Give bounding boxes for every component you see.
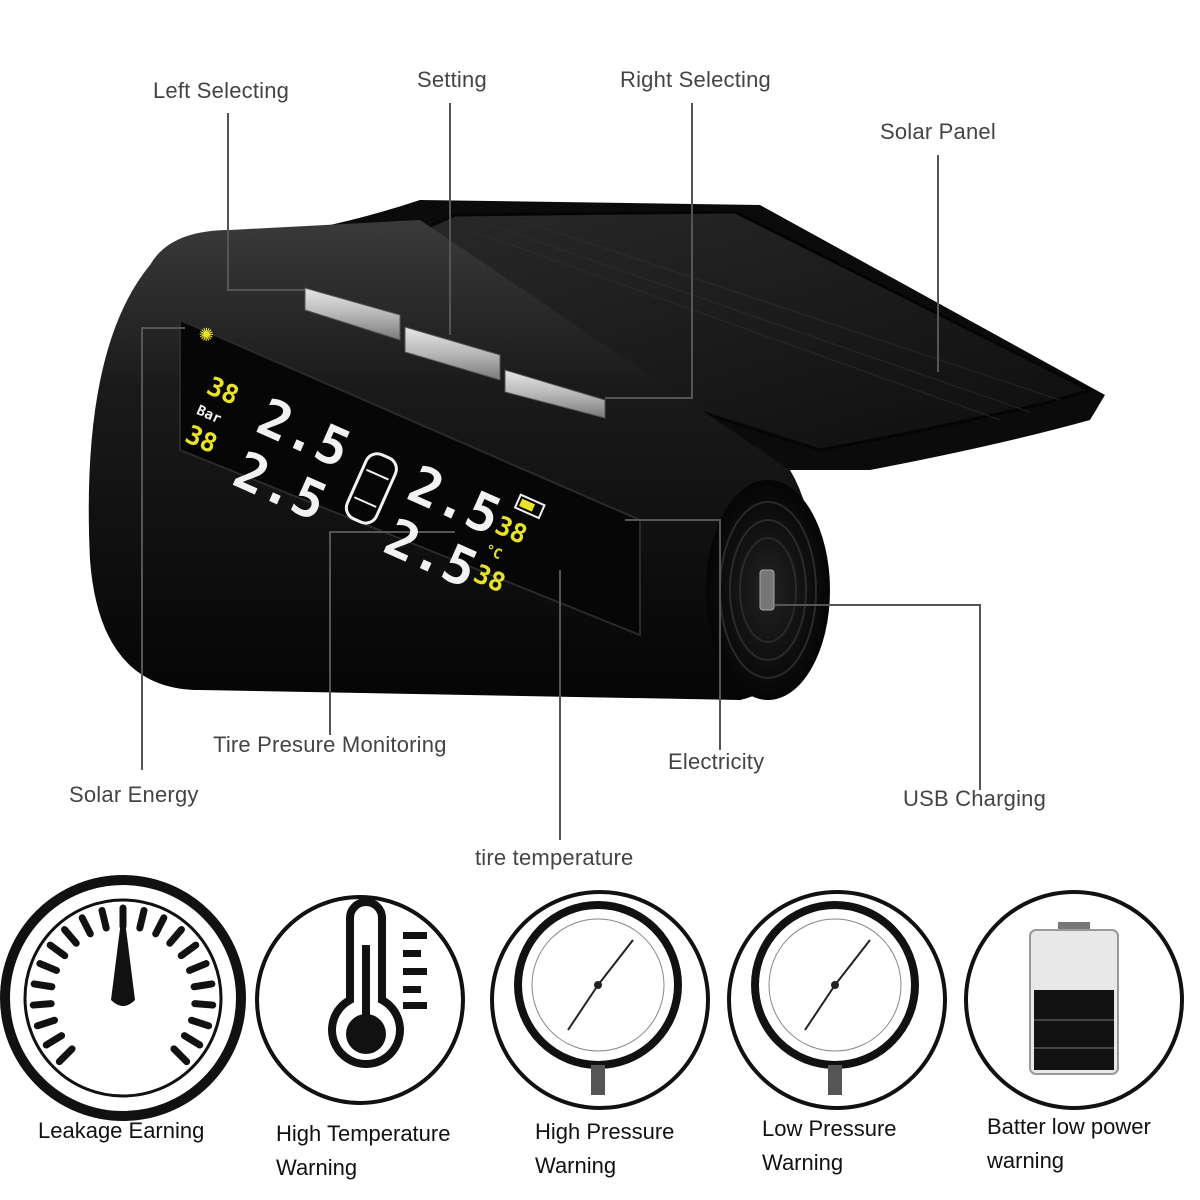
feature-label-line2: Warning <box>535 1153 617 1178</box>
feature-label-line1: High Pressure <box>535 1119 675 1144</box>
usb-charging-label: USB Charging <box>903 786 1047 811</box>
gauge-tick <box>55 1045 76 1066</box>
solar-panel-label: Solar Panel <box>880 119 996 144</box>
tire-temperature-label: tire temperature <box>475 845 634 870</box>
usb-end-cap <box>706 480 830 700</box>
leakage-gauge-icon <box>0 875 246 1121</box>
gauge-tick <box>78 914 94 938</box>
gauge-tick <box>166 926 185 947</box>
button-group <box>304 287 606 419</box>
temp-unit: °C <box>482 542 504 563</box>
battery-icon <box>964 890 1184 1110</box>
feature-label-line1: Batter low power <box>987 1114 1151 1139</box>
feature-label-line1: Leakage Earning <box>38 1118 205 1143</box>
lcd-content: ✺ 38 Bar 38 2.5 2.5 2.5 2.5 38 °C 38 <box>181 323 546 601</box>
car-icon <box>344 452 398 525</box>
tire-pressure-monitoring-label: Tire Presure Monitoring <box>213 732 447 757</box>
gauge-tick <box>152 914 168 938</box>
gauge-tick <box>190 980 216 991</box>
gauge-tick <box>180 1032 204 1049</box>
usb-port[interactable] <box>759 569 775 611</box>
left-selecting-label: Left Selecting <box>153 78 290 103</box>
feature-label-line1: Low Pressure <box>762 1116 897 1141</box>
feature-label-leakage: Leakage Earning <box>38 1114 204 1148</box>
battery-indicator-icon <box>513 493 546 520</box>
gauge-tick <box>42 1032 66 1049</box>
low-pressure-gauge-icon <box>727 890 947 1110</box>
feature-label-low-pressure: Low Pressure Warning <box>762 1112 897 1180</box>
setting-label: Setting <box>417 67 487 92</box>
gauge-tick <box>36 960 60 974</box>
gauge-tick <box>187 1016 213 1030</box>
gauge-tick <box>170 1045 191 1066</box>
electricity-label: Electricity <box>668 749 765 774</box>
leader-lines <box>141 103 981 840</box>
right-selecting-button[interactable] <box>504 369 606 419</box>
right-selecting-label: Right Selecting <box>620 67 771 92</box>
gauge-tick <box>191 1000 217 1009</box>
setting-button[interactable] <box>404 326 501 381</box>
gauge-tick <box>33 1016 59 1030</box>
gauge-tick <box>29 1000 55 1009</box>
feature-label-line2: Warning <box>276 1155 358 1180</box>
gauge-tick <box>136 906 148 932</box>
feature-label-high-pressure: High Pressure Warning <box>535 1115 674 1183</box>
feature-label-battery-low: Batter low power warning <box>987 1110 1151 1178</box>
high-pressure-gauge-icon <box>490 890 710 1110</box>
left-selecting-button[interactable] <box>304 287 401 341</box>
feature-label-high-temperature: High Temperature Warning <box>276 1117 450 1185</box>
gauge-tick <box>46 941 69 960</box>
solar-indicator-icon: ✺ <box>195 323 217 347</box>
gauge-tick <box>177 941 200 960</box>
gauge-tick <box>186 960 210 974</box>
feature-label-line1: High Temperature <box>276 1121 451 1146</box>
gauge-tick <box>61 926 80 947</box>
feature-label-line2: Warning <box>762 1150 844 1175</box>
device-illustration <box>88 103 1105 840</box>
lcd-screen <box>179 318 641 637</box>
solar-energy-label: Solar Energy <box>69 782 199 807</box>
gauge-tick <box>98 906 110 932</box>
thermometer-icon <box>255 895 465 1105</box>
gauge-tick <box>30 980 56 991</box>
feature-label-line2: warning <box>987 1148 1065 1173</box>
